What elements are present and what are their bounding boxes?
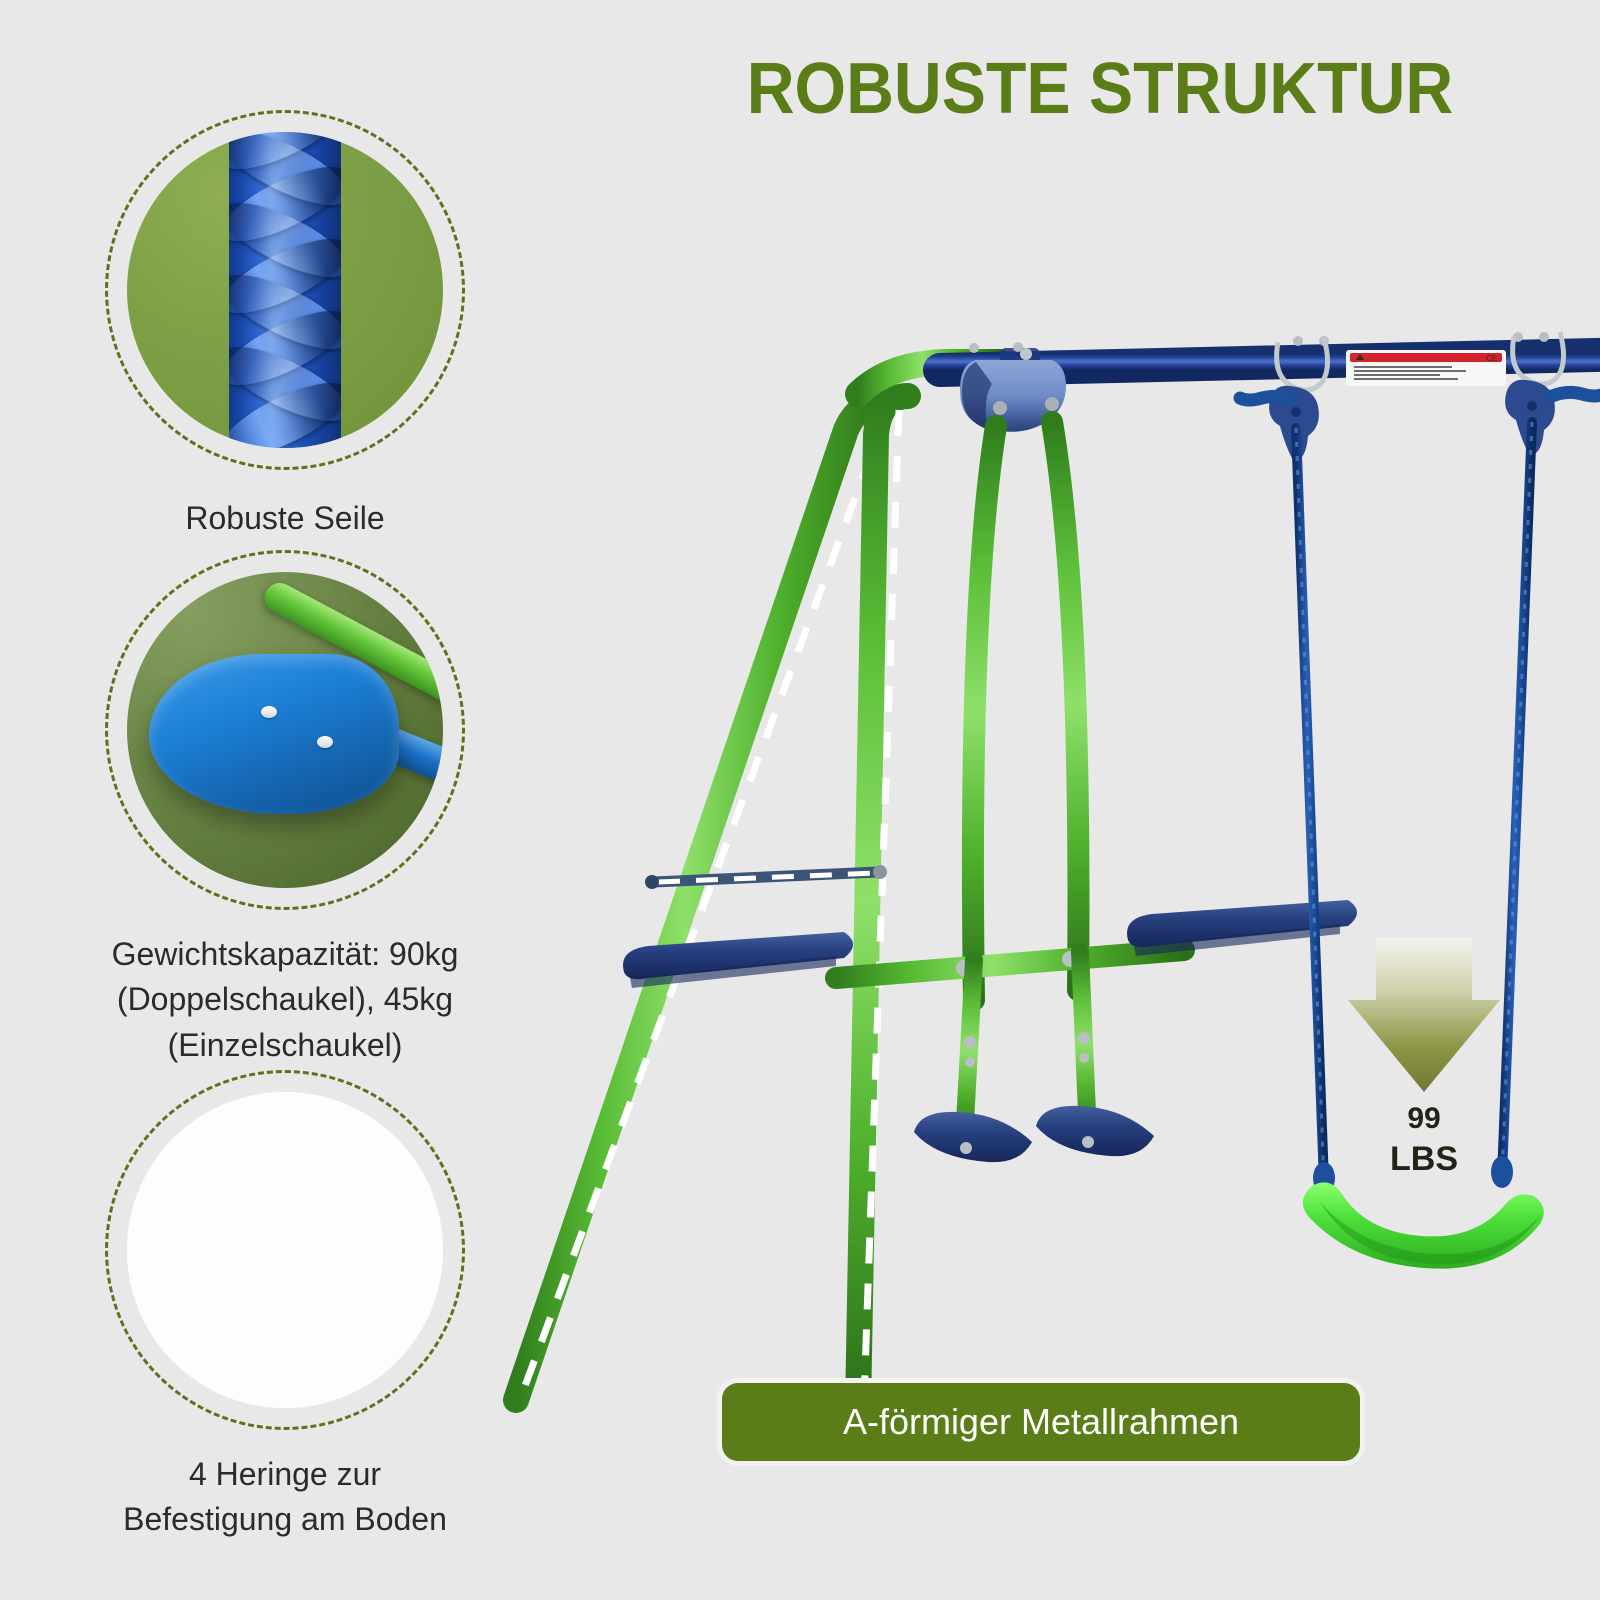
feature-weight-capacity-image (105, 550, 465, 910)
glider-crossbar (825, 939, 1195, 989)
glider-footrest-right (1036, 1105, 1154, 1157)
footrest-bolt (1082, 1136, 1094, 1148)
load-unit: LBS (1390, 1140, 1458, 1178)
dashed-ring-border (105, 110, 465, 470)
feature-ropes: Robuste Seile (60, 110, 510, 541)
page-title: ROBUSTE STRUKTUR (746, 49, 1454, 129)
svg-text:CE: CE (1486, 354, 1497, 363)
warning-sticker-header (1350, 353, 1502, 362)
swing-rope-right (1497, 417, 1537, 1181)
rope-knot-right (1491, 1156, 1513, 1188)
load-indicator-text: 99 LBS (1376, 1078, 1472, 1226)
warning-sticker: CE (1346, 350, 1506, 386)
dashed-ring-border (105, 550, 465, 910)
load-value: 99 (1407, 1102, 1441, 1135)
belt-swing-seat (1302, 1182, 1544, 1269)
feature-weight-capacity: Gewichtskapazität: 90kg (Doppelschaukel)… (60, 550, 510, 1068)
caption-line: Gewichtskapazität: 90kg (111, 936, 459, 972)
rope-tail (1545, 385, 1600, 403)
feature-ropes-image (105, 110, 465, 470)
glider-arm-left (961, 415, 1007, 1011)
frame-cross-brace (648, 866, 884, 888)
feature-ground-stakes-image (105, 1070, 465, 1430)
caption-line: (Doppelschaukel), 45kg (116, 981, 454, 1018)
frame-outline-dash-left (518, 410, 891, 1396)
brace-bolt (645, 875, 659, 889)
warning-triangle-icon (1356, 354, 1364, 360)
clamp-bolt (1020, 348, 1032, 360)
clamp-bolt (993, 401, 1007, 415)
glider-arm-right (1041, 411, 1090, 1001)
glider-footbar-left (955, 951, 983, 1149)
glider-seat-right (1127, 900, 1357, 956)
clamp-bolt (1045, 397, 1059, 411)
load-indicator-arrow (1348, 938, 1500, 1092)
brace-bolt (873, 865, 887, 879)
caption-line: 4 Heringe zur (188, 1456, 382, 1492)
footrest-bolt (960, 1142, 972, 1154)
swing-rope-left (1291, 423, 1329, 1187)
caption-line: (Einzelschaukel) (167, 1026, 403, 1063)
feature-ground-stakes-caption: 4 Heringe zur Befestigung am Boden (60, 1452, 510, 1543)
glider-footrest-left (914, 1111, 1032, 1163)
feature-ropes-caption: Robuste Seile (185, 500, 385, 536)
rope-tail (1233, 389, 1299, 407)
footbar-adjust-bolts (964, 1032, 1090, 1067)
feature-ground-stakes: 4 Heringe zur Befestigung am Boden (60, 1070, 510, 1543)
product-photo-swing-set: CE (440, 300, 1600, 1460)
glider-seat-left (623, 932, 853, 988)
a-frame-badge-label: A-förmiger Metallrahmen (842, 1401, 1240, 1442)
dashed-ring-border (105, 1070, 465, 1430)
caption-line: Befestigung am Boden (123, 1501, 447, 1538)
glider-clamp-bracket (960, 348, 1066, 432)
frame-leg-front-left (845, 383, 921, 1421)
a-frame-badge: A-förmiger Metallrahmen (722, 1383, 1360, 1461)
feature-weight-capacity-caption: Gewichtskapazität: 90kg (Doppelschaukel)… (60, 932, 510, 1068)
